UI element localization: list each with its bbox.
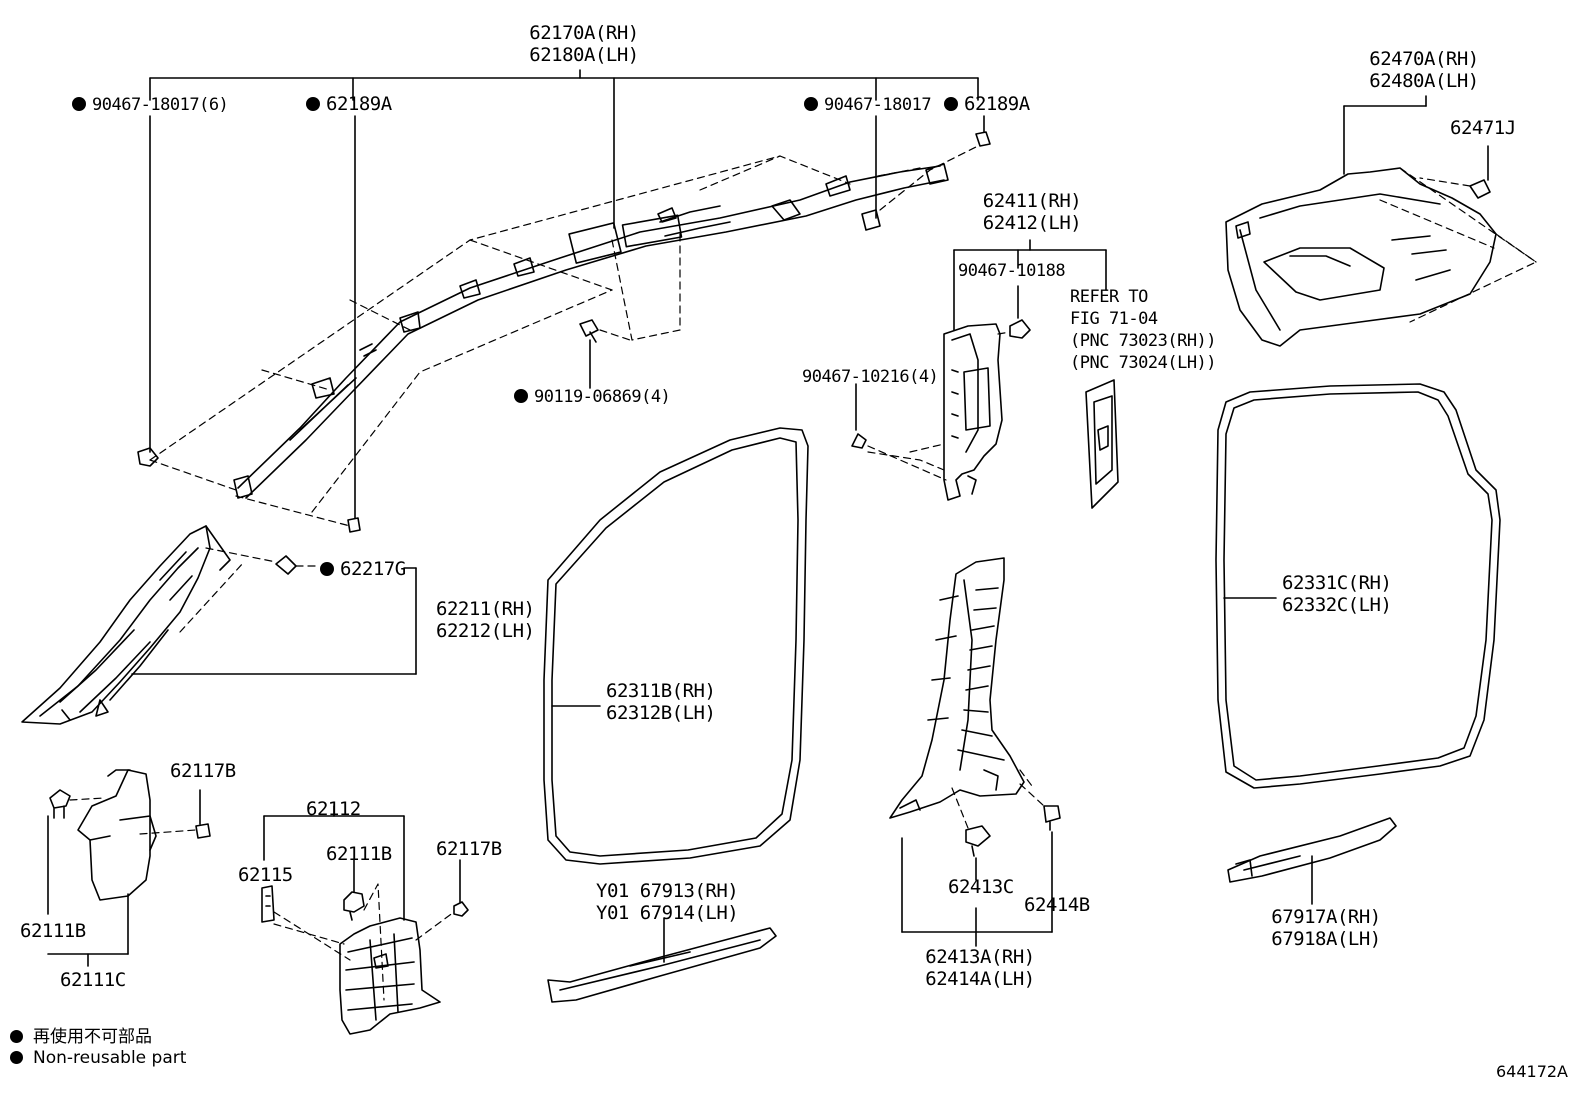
center-pillar-upper-garnish <box>851 239 1107 501</box>
legend-en: Non-reusable part <box>10 1048 186 1068</box>
cowl-62112-label: 62112 <box>306 798 361 820</box>
seatbelt-cover <box>1085 379 1119 509</box>
front-door-weatherstrip <box>543 427 809 865</box>
clip-62117b-a-label: 62117B <box>170 760 236 782</box>
front-pillar-dashed <box>179 547 319 633</box>
bolt-label: 90119-06869(4) <box>514 386 671 408</box>
airbag-dashed-guides <box>149 145 979 527</box>
clip-62189a-right-label: 62189A <box>944 93 1030 115</box>
clip-62217g-label: 62217G <box>320 558 406 580</box>
clip-62115-label: 62115 <box>238 864 293 886</box>
cowl-62112-dashed <box>273 883 455 1001</box>
rear-quarter-trim <box>1225 95 1497 347</box>
airbag-leader-lines <box>149 69 985 519</box>
cowl-side-trim-62112 <box>261 805 469 1035</box>
non-reusable-dot <box>306 97 320 111</box>
clip-10188-label: 90467-10188 <box>958 261 1066 281</box>
cowl-62111c-label: 62111C <box>60 969 126 991</box>
rear-door-weatherstrip <box>1215 383 1501 789</box>
front-pillar-garnish <box>21 525 417 725</box>
center-pillar-upper-dashed <box>867 331 1011 481</box>
clip-62189a-left-label: 62189A <box>306 93 392 115</box>
front-door-weatherstrip-label: 62311B(RH) 62312B(LH) <box>606 680 716 724</box>
non-reusable-dot <box>804 97 818 111</box>
head-airbag-lh: 62180A(LH) <box>529 44 639 66</box>
center-pillar-lower-label: 62413A(RH) 62414A(LH) <box>925 946 1035 990</box>
non-reusable-dot <box>514 389 528 403</box>
clip-62414b-label: 62414B <box>1024 894 1090 916</box>
clip-62471j-label: 62471J <box>1450 117 1516 139</box>
center-pillar-upper-label: 62411(RH) 62412(LH) <box>982 190 1082 234</box>
clip-10216-label: 90467-10216(4) <box>802 367 939 387</box>
non-reusable-dot <box>320 562 334 576</box>
clip-62413c-label: 62413C <box>948 876 1014 898</box>
rear-scuff-plate <box>1227 817 1397 905</box>
legend-dot <box>10 1051 23 1064</box>
center-pillar-lower-garnish <box>889 557 1061 947</box>
figure-id: 644172A <box>1495 1062 1568 1081</box>
rear-scuff-label: 67917A(RH) 67918A(LH) <box>1271 906 1381 950</box>
refer-label: REFER TO FIG 71-04 (PNC 73023(RH)) (PNC … <box>1070 287 1217 373</box>
front-scuff-label: Y01 67913(RH) Y01 67914(LH) <box>596 880 739 924</box>
legend-dot <box>10 1030 23 1043</box>
curtain-airbag <box>137 131 991 533</box>
cowl-62111c-dashed <box>69 797 197 835</box>
non-reusable-dot <box>944 97 958 111</box>
clip-label-left: 90467-18017(6) <box>72 94 229 116</box>
clip-62111b-b-label: 62111B <box>326 843 392 865</box>
clip-label-right: 90467-18017 <box>804 94 932 116</box>
rear-quarter-trim-label: 62470A(RH) 62480A(LH) <box>1369 48 1479 92</box>
clip-62111b-a-label: 62111B <box>20 920 86 942</box>
center-pillar-lower-dashed <box>951 769 1045 829</box>
legend-jp: 再使用不可部品 <box>10 1022 152 1047</box>
non-reusable-dot <box>72 97 86 111</box>
front-scuff-plate <box>547 917 777 1003</box>
rear-door-weatherstrip-label: 62331C(RH) 62332C(LH) <box>1282 572 1392 616</box>
rear-quarter-dashed <box>1379 167 1537 323</box>
head-airbag-rh: 62170A(RH) <box>529 22 639 44</box>
cowl-side-trim-62111c <box>47 769 211 967</box>
front-pillar-label: 62211(RH) 62212(LH) <box>436 598 535 642</box>
clip-62117b-b-label: 62117B <box>436 838 502 860</box>
head-airbag-label: 62170A(RH) 62180A(LH) <box>529 22 639 66</box>
